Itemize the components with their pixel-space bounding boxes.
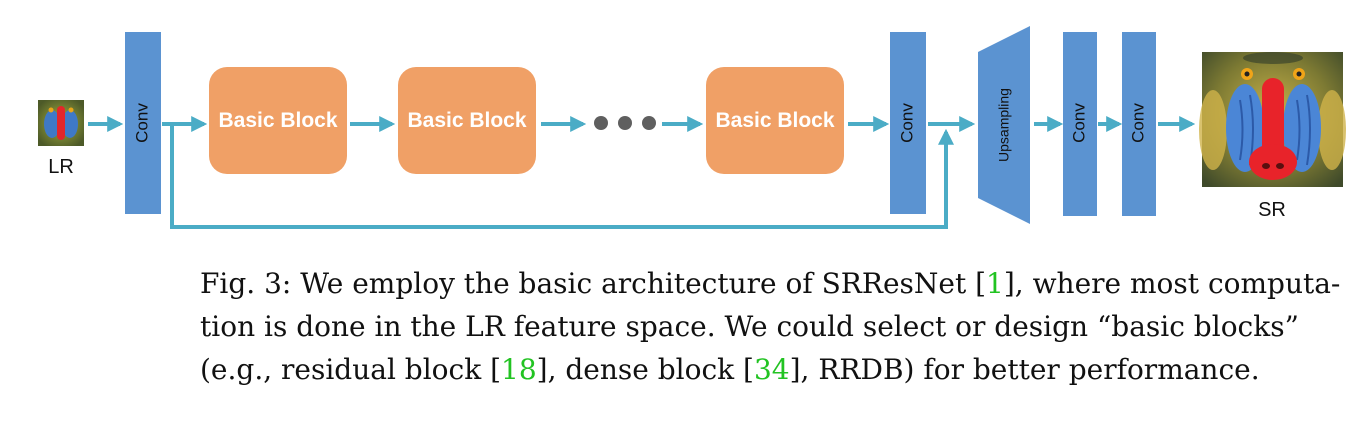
caption-line3-part3: ], RRDB) for better performance. xyxy=(789,353,1260,386)
basic-block-2-label: Basic Block xyxy=(407,109,526,132)
skip-connection-arrow xyxy=(170,124,954,229)
basic-block-1 xyxy=(209,67,347,174)
caption-line1-suffix: ], where most computa- xyxy=(1003,267,1341,300)
citation-1[interactable]: 1 xyxy=(986,267,1004,300)
conv-layer-2-label: Conv xyxy=(897,103,916,143)
conv-layer-2 xyxy=(890,32,926,214)
ellipsis-dots xyxy=(594,116,656,130)
basic-block-1-label: Basic Block xyxy=(218,109,337,132)
caption-line3-part1: (e.g., residual block [ xyxy=(200,353,502,386)
citation-34[interactable]: 34 xyxy=(753,353,790,386)
conv-layer-4 xyxy=(1122,32,1156,216)
caption-line2: tion is done in the LR feature space. We… xyxy=(200,310,1299,343)
citation-18[interactable]: 18 xyxy=(501,353,537,386)
basic-block-3-label: Basic Block xyxy=(715,109,834,132)
lr-label: LR xyxy=(48,156,74,178)
basic-block-2 xyxy=(398,67,536,174)
conv-layer-3-label: Conv xyxy=(1069,103,1088,143)
upsampling-layer xyxy=(978,26,1030,224)
caption-line3-part2: ], dense block [ xyxy=(536,353,754,386)
caption-line1-prefix: Fig. 3: We employ the basic architecture… xyxy=(200,267,987,300)
conv-layer-1-label: Conv xyxy=(132,103,151,143)
sr-label: SR xyxy=(1258,199,1286,221)
figure-caption: Fig. 3: We employ the basic architecture… xyxy=(200,262,1350,391)
architecture-diagram: LR Conv Basic Block Basic Block Basic Bl… xyxy=(38,26,1346,229)
basic-block-3 xyxy=(706,67,844,174)
conv-layer-3 xyxy=(1063,32,1097,216)
conv-layer-4-label: Conv xyxy=(1128,103,1147,143)
sr-image xyxy=(1199,52,1346,187)
lr-image xyxy=(38,100,84,146)
conv-layer-1 xyxy=(125,32,161,214)
upsampling-label: Upsampling xyxy=(996,88,1012,162)
